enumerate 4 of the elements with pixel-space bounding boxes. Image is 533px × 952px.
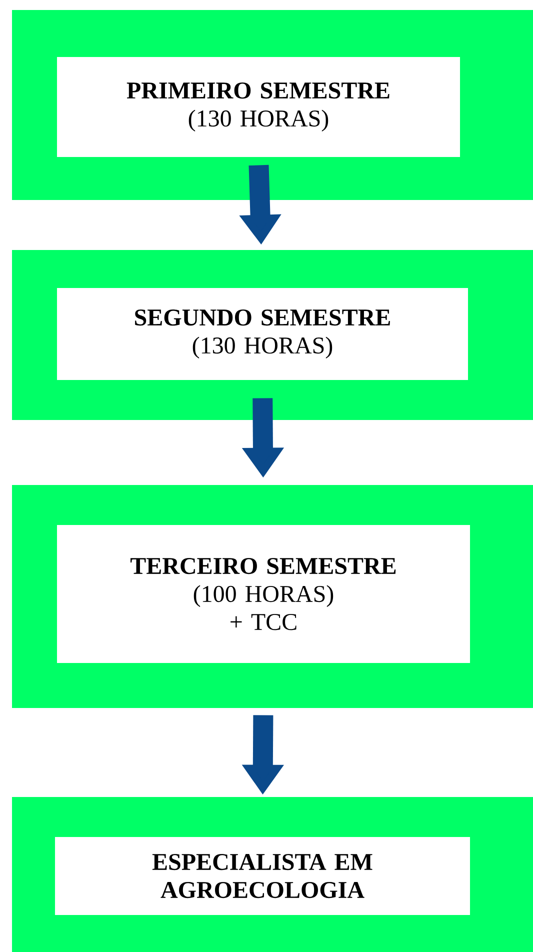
process-box: SEGUNDO SEMESTRE (130 HORAS) [12, 250, 533, 420]
process-box: TERCEIRO SEMESTRE (100 HORAS) + TCC [12, 485, 533, 708]
process-box: PRIMEIRO SEMESTRE (130 HORAS) [12, 10, 533, 200]
process-box: ESPECIALISTA EM AGROECOLOGIA [12, 797, 533, 952]
